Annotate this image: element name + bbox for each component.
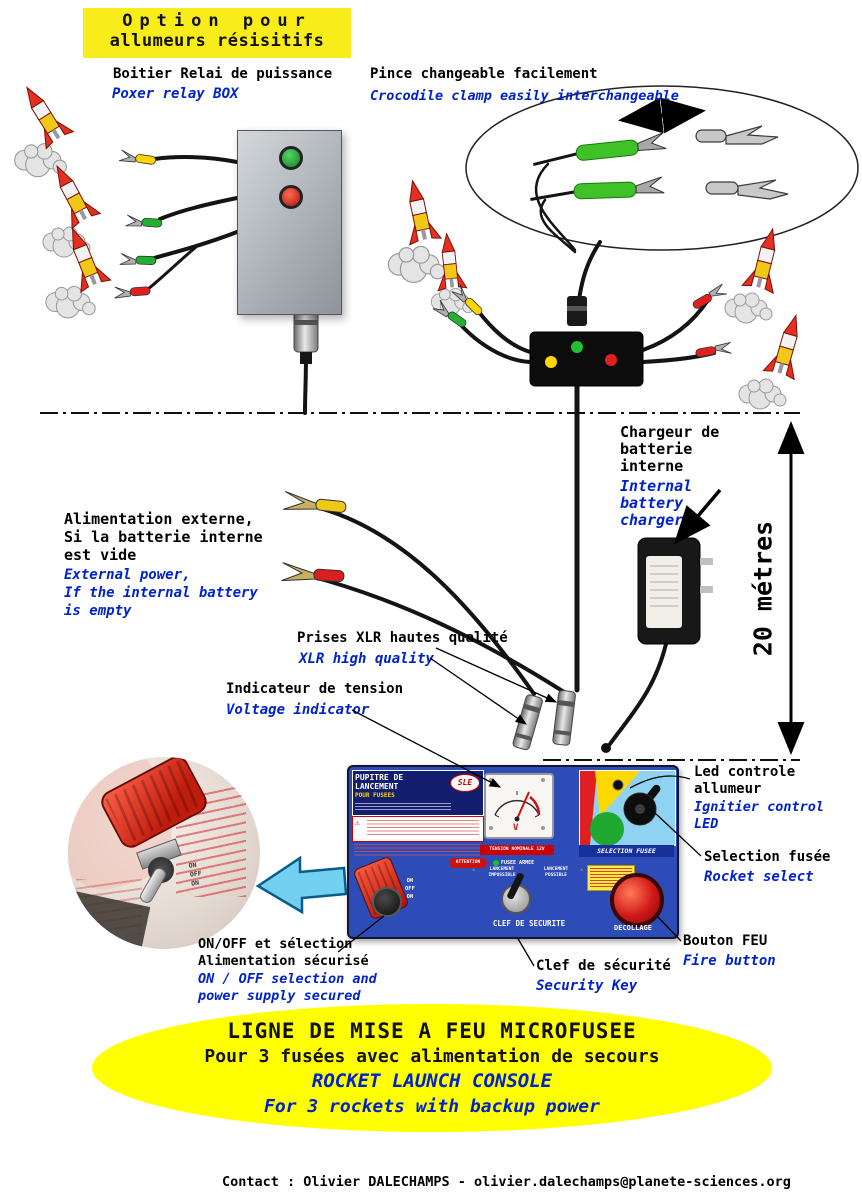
zoom-arrow [255,855,348,915]
console-fineprint [355,803,451,812]
fire-button-label: DECOLLAGE [614,924,652,932]
hub-led-yellow [545,356,557,368]
console-warning-box: ⚠ [352,816,484,842]
console-title-box: PUPITRE DE LANCEMENT POUR FUSEES SLE [352,770,484,816]
console-brand-logo: SLE [450,774,480,792]
igniter-clips [114,149,732,358]
armed-label: FUSEE ARMEE [501,860,535,866]
warning-icon: ⚠ [355,818,360,827]
title-banner: LIGNE DE MISE A FEU MICROFUSEE Pour 3 fu… [92,1004,772,1132]
rocket-select-knob[interactable] [623,783,662,826]
hub-led-red [605,354,617,366]
switch-off: OFF [405,886,415,892]
rocket-armed-indicator: FUSEE ARMEE [493,858,534,868]
warning-icon: ⚠ [472,867,476,873]
voltmeter-needle [516,791,530,820]
banner-line3: ROCKET LAUNCH CONSOLE [311,1070,553,1092]
fire-label-en: Fire button [683,953,776,969]
clamp-probe-green-1 [532,132,667,167]
option-line2: allumeurs résisitifs [109,31,325,51]
relay-label-en: Poxer relay BOX [112,86,239,102]
console-title: PUPITRE DE LANCEMENT [355,773,404,791]
security-key-switch[interactable] [501,871,531,914]
relay-label-fr: Boitier Relai de puissance [113,66,333,82]
voltmeter: V [484,773,554,839]
console-note-lines [354,844,480,857]
hub-led-green [571,341,583,353]
charger-label-fr: Chargeur de batterie interne [620,423,720,475]
power-switch-labels: ON OFF ON [405,877,415,901]
external-power-label-fr: Alimentation externe, Si la batterie int… [64,510,263,564]
swap-arrow-icon [618,97,706,134]
igniter-control-led [612,779,624,791]
voltage-label-en: Voltage indicator [226,702,370,718]
left-rockets [12,78,112,319]
external-power-label-en: External power, If the internal battery … [64,567,258,619]
power-switch-label-fr: ON/OFF et sélection Alimentation sécuris… [198,936,369,969]
banner-line1: LIGNE DE MISE A FEU MICROFUSEE [227,1019,637,1043]
clamp-label-fr: Pince changeable facilement [370,66,598,82]
warning-icon: ⚠ [580,867,584,873]
charger-label-en: Internal battery charger [620,477,693,529]
battery-clamp-red [281,562,345,583]
clamp-probe-green-2 [530,176,665,202]
option-line1: Option pour [122,11,312,31]
switch-on-top: ON [406,878,414,884]
led-label-fr: Led controle allumeur [694,764,796,797]
select-label-en: Rocket select [704,869,814,885]
fire-label-fr: Bouton FEU [683,933,768,949]
right-rockets [724,224,812,410]
select-label-fr: Selection fusée [704,849,831,865]
banner-line4: For 3 rockets with backup power [264,1096,600,1117]
console-subtitle: POUR FUSEES [355,792,395,799]
rocket-selector-panel [579,770,676,846]
banner-line2: Pour 3 fusées avec alimentation de secou… [204,1046,660,1067]
fire-button[interactable] [610,873,664,927]
distribution-hub [529,296,644,387]
relay-xlr-plug [293,311,319,364]
rocket-selector-label: SELECTION FUSEE [579,845,674,857]
key-label-fr: Clef de sécurité [536,958,671,974]
nominal-voltage-banner: TENSION NOMINALE 12V [480,845,554,855]
xlr-plug-left [512,694,543,751]
xlr-plug-right [552,689,576,746]
led-label-en: Ignitier control LED [694,799,825,832]
clamp-label-en: Crocodile clamp easily interchangeable [370,88,679,104]
battery-charger [601,537,713,753]
attention-pill: ATTENTION [449,858,487,868]
option-callout: Option pour allumeurs résisitifs [83,8,351,58]
clamp-zoom-ellipse [465,85,859,251]
xlr-label-fr: Prises XLR hautes qualité [297,630,508,646]
warning-fineprint [367,820,479,837]
voltage-label-fr: Indicateur de tension [226,681,404,697]
launch-console: PUPITRE DE LANCEMENT POUR FUSEES SLE ⚠ V [347,765,679,939]
middle-rockets [387,176,475,316]
armed-led [493,860,499,866]
spare-crocodile-clamps [695,125,789,200]
distance-label: 20 métres [748,520,778,657]
safety-toggle-inset-photo: ON OFF ON [68,757,260,949]
inset-on-bottom: ON [190,878,200,888]
battery-clamp-yellow [283,491,347,513]
contact-line: Contact : Olivier DALECHAMPS - olivier.d… [222,1174,791,1190]
relay-red-button[interactable] [279,185,303,209]
security-key-label: CLEF DE SECURITE [492,919,566,928]
switch-on-bottom: ON [406,894,414,900]
key-label-en: Security Key [536,978,638,994]
launch-possible-label: LANCEMENT POSSIBLE [543,867,569,878]
relay-green-button[interactable] [279,146,303,170]
voltmeter-unit: V [513,823,519,833]
power-relay-box [237,130,342,315]
power-switch-label-en: ON / OFF selection and power supply secu… [198,971,377,1004]
power-connector[interactable] [372,887,402,917]
launch-impossible-label: LANCEMENT IMPOSSIBLE [488,867,516,878]
xlr-label-en: XLR high quality [299,651,434,667]
